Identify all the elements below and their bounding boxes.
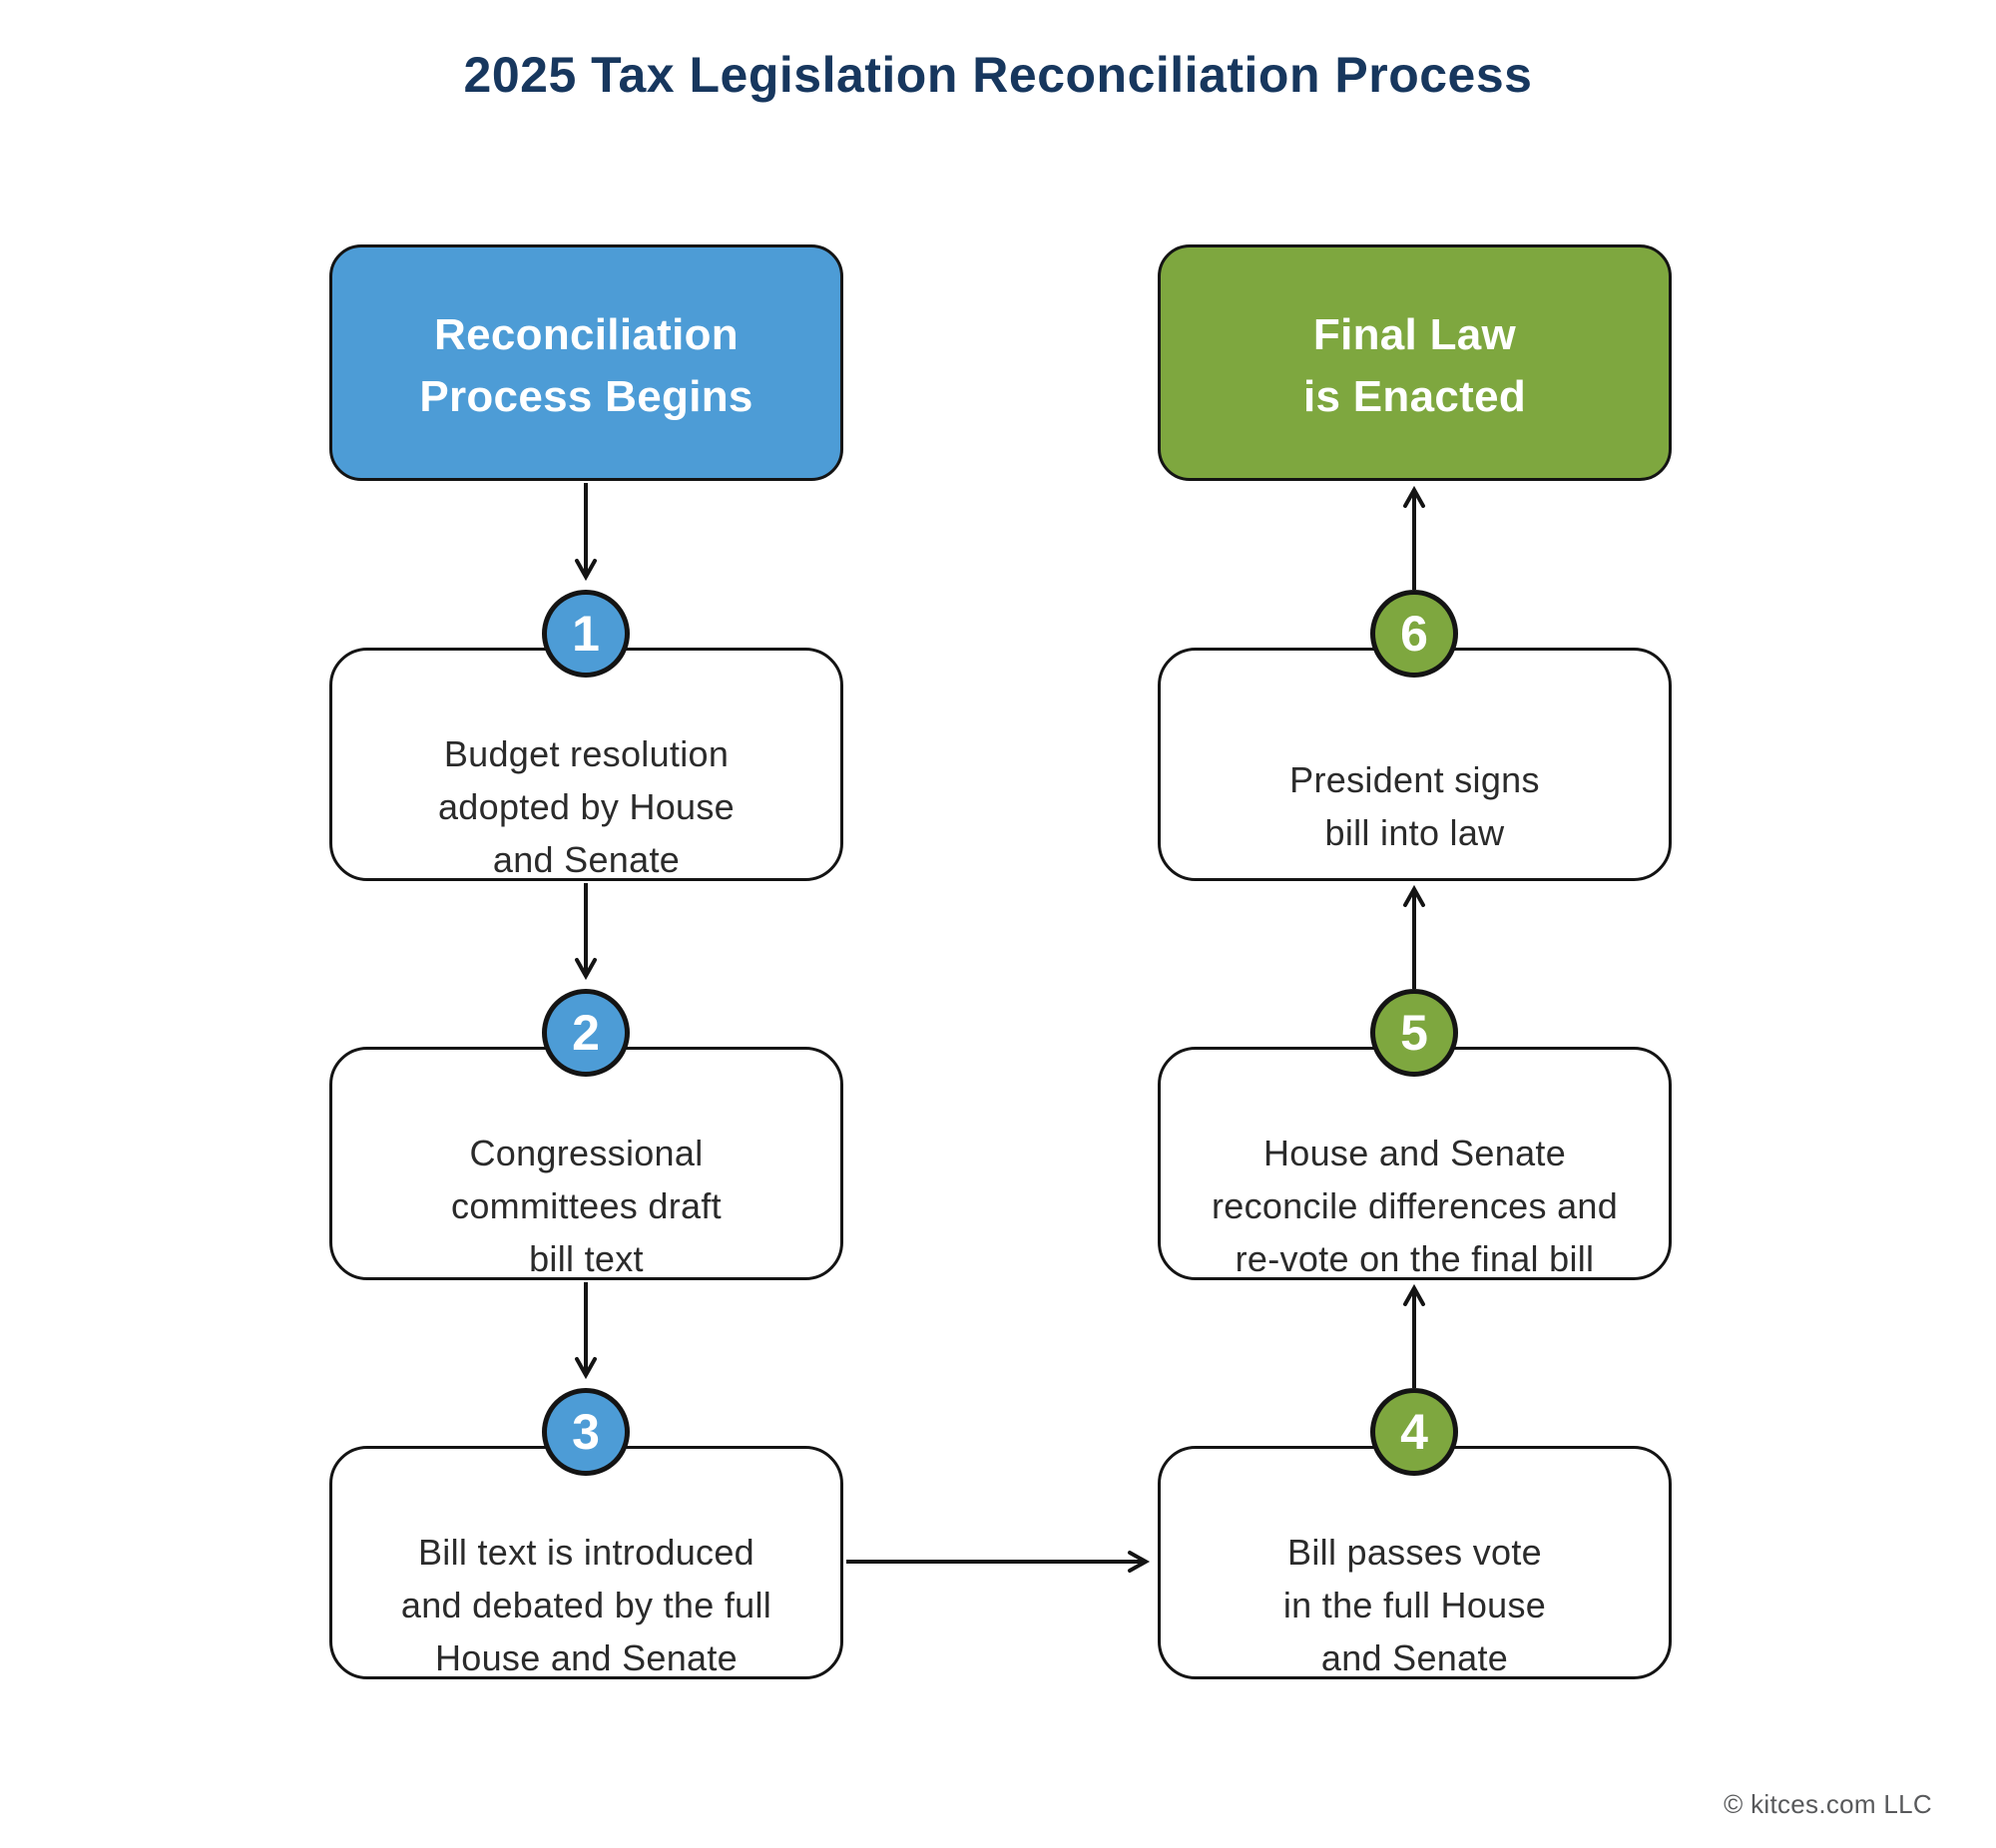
step-4-text: Bill passes vote in the full House and S…	[1282, 1531, 1547, 1678]
step-5-text: House and Senate reconcile differences a…	[1211, 1132, 1619, 1279]
step-2-text: Congressional committees draft bill text	[451, 1132, 722, 1279]
step-box-4: Bill passes vote in the full House and S…	[1158, 1446, 1672, 1679]
step-box-3: Bill text is introduced and debated by t…	[329, 1446, 843, 1679]
step-3-text: Bill text is introduced and debated by t…	[400, 1531, 772, 1678]
end-node-final-law-enacted: Final Law is Enacted	[1158, 244, 1672, 481]
step-box-5: House and Senate reconcile differences a…	[1158, 1047, 1672, 1280]
step-2-number-badge: 2	[542, 989, 630, 1077]
step-box-1: Budget resolution adopted by House and S…	[329, 648, 843, 881]
step-1-text: Budget resolution adopted by House and S…	[437, 732, 736, 880]
step-box-6: President signs bill into law	[1158, 648, 1672, 881]
step-4-number-badge: 4	[1370, 1388, 1458, 1476]
start-node-reconciliation-begins: Reconciliation Process Begins	[329, 244, 843, 481]
step-box-2: Congressional committees draft bill text	[329, 1047, 843, 1280]
copyright-text: © kitces.com LLC	[1724, 1789, 1932, 1819]
step-6-text: President signs bill into law	[1289, 759, 1540, 853]
step-5-number-badge: 5	[1370, 989, 1458, 1077]
step-1-number-badge: 1	[542, 590, 630, 678]
page-title: 2025 Tax Legislation Reconciliation Proc…	[463, 47, 1533, 103]
step-3-number-badge: 3	[542, 1388, 630, 1476]
step-6-number-badge: 6	[1370, 590, 1458, 678]
